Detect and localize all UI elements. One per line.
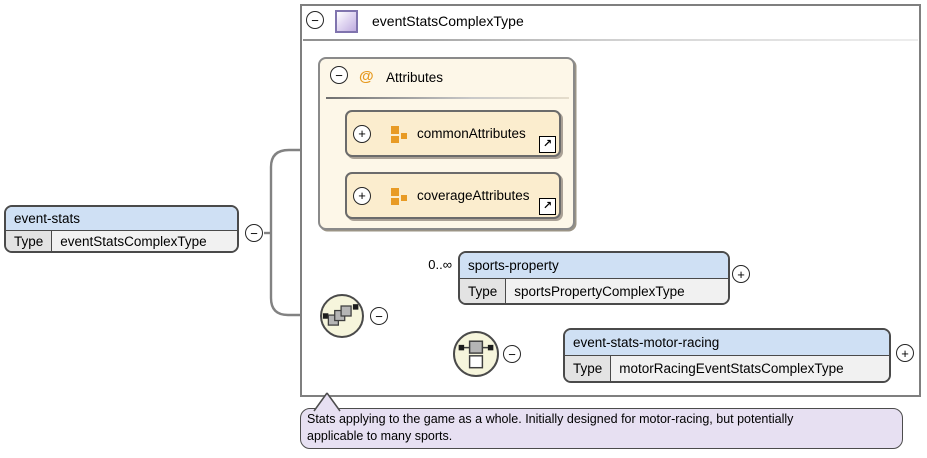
attribute-group-label: commonAttributes xyxy=(417,126,526,141)
attributes-separator xyxy=(326,97,569,99)
attribute-group-commonattributes[interactable]: + commonAttributes ↗ xyxy=(345,110,561,157)
sequence-collapse-toggle[interactable]: − xyxy=(370,307,388,325)
complextype-icon xyxy=(335,10,358,33)
element-event-stats-motor-racing[interactable]: event-stats-motor-racing Type motorRacin… xyxy=(563,328,891,383)
attribute-group-icon xyxy=(390,186,410,206)
annotation-line: applicable to many sports. xyxy=(307,429,453,443)
choice-collapse-toggle[interactable]: − xyxy=(503,345,521,363)
element-sports-property[interactable]: sports-property Type sportsPropertyCompl… xyxy=(458,251,730,305)
attribute-group-coverageattributes[interactable]: + coverageAttributes ↗ xyxy=(345,172,561,219)
event-stats-motor-racing-expand-toggle[interactable]: + xyxy=(896,344,914,362)
type-value: sportsPropertyComplexType xyxy=(506,279,728,303)
type-value: motorRacingEventStatsComplexType xyxy=(611,356,889,381)
coverageattributes-expand-toggle[interactable]: + xyxy=(353,186,371,205)
commonattributes-expand-toggle[interactable]: + xyxy=(353,124,371,143)
attribute-group-label: coverageAttributes xyxy=(417,188,530,203)
attribute-at-icon: @ xyxy=(359,68,374,85)
element-name: sports-property xyxy=(460,253,728,279)
header-separator xyxy=(303,39,918,41)
choice-compositor-icon[interactable] xyxy=(453,331,499,377)
sequence-compositor-icon[interactable] xyxy=(320,294,364,338)
container-title: eventStatsComplexType xyxy=(372,13,524,29)
event-stats-collapse-toggle[interactable]: − xyxy=(245,224,263,242)
reference-link-icon[interactable]: ↗ xyxy=(539,136,556,153)
attributes-collapse-toggle[interactable]: − xyxy=(330,66,348,84)
annotation-bubble: Stats applying to the game as a whole. I… xyxy=(300,408,903,449)
attributes-panel-title: Attributes xyxy=(386,70,444,85)
reference-link-icon[interactable]: ↗ xyxy=(539,198,556,215)
sports-property-expand-toggle[interactable]: + xyxy=(732,265,750,283)
attribute-group-icon xyxy=(390,124,410,144)
element-name: event-stats xyxy=(6,207,237,231)
type-value: eventStatsComplexType xyxy=(52,231,237,251)
container-collapse-toggle[interactable]: − xyxy=(306,11,324,29)
type-label: Type xyxy=(6,231,53,251)
attributes-panel: @ Attributes + commonAttributes ↗ + cove… xyxy=(318,57,575,230)
element-name: event-stats-motor-racing xyxy=(565,330,889,356)
type-label: Type xyxy=(565,356,612,381)
type-label: Type xyxy=(460,279,507,303)
cardinality-label: 0..∞ xyxy=(428,257,452,272)
element-event-stats[interactable]: event-stats Type eventStatsComplexType xyxy=(4,205,239,253)
annotation-line: Stats applying to the game as a whole. I… xyxy=(307,412,794,426)
